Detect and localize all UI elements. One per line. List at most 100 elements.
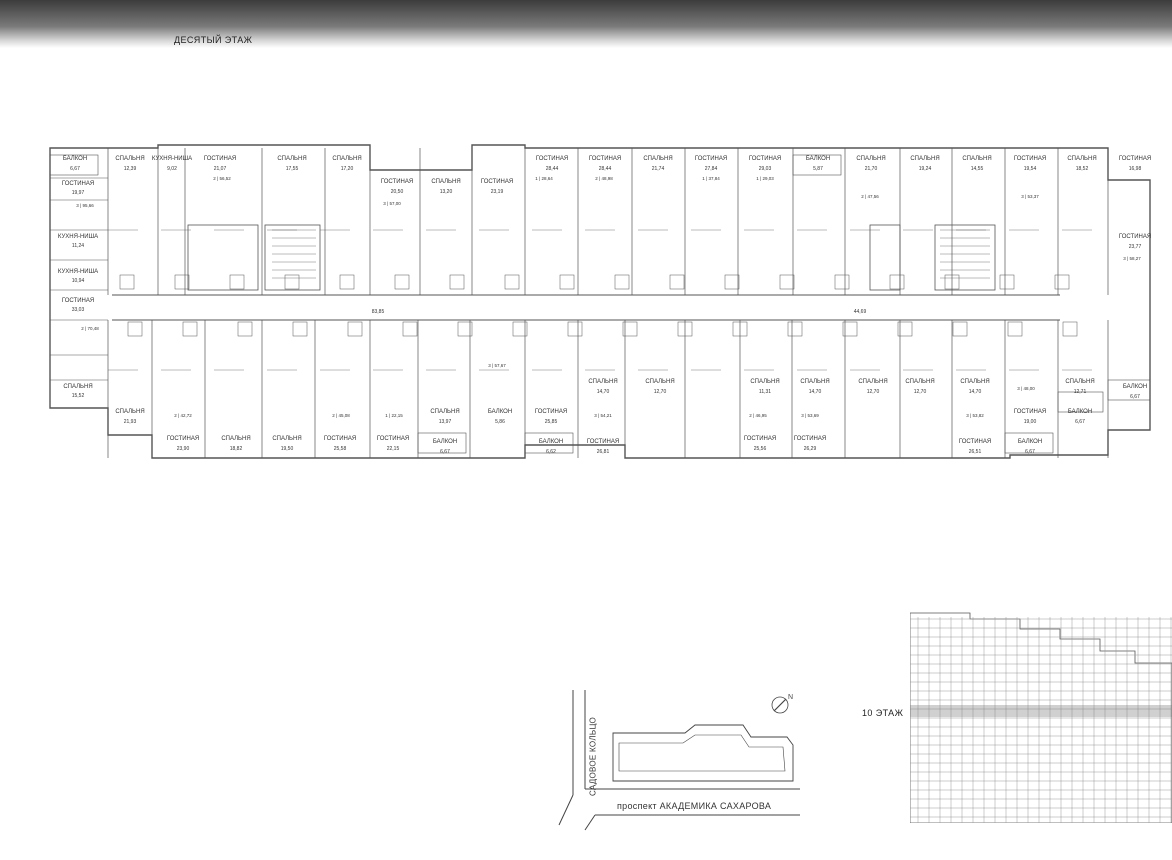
room-area: 18,82 bbox=[230, 446, 243, 452]
bathroom bbox=[119, 274, 135, 290]
room-area: 16,98 bbox=[1129, 166, 1142, 172]
bathroom bbox=[182, 321, 198, 337]
bathroom bbox=[1062, 321, 1078, 337]
room-name: БАЛКОН bbox=[488, 409, 512, 415]
building-outline bbox=[49, 144, 1151, 459]
room-area: 26,29 bbox=[804, 446, 817, 452]
street-label-sakharova: проспект АКАДЕМИКА САХАРОВА bbox=[617, 801, 772, 811]
bathroom bbox=[567, 321, 583, 337]
balcony bbox=[417, 432, 467, 454]
bathroom bbox=[347, 321, 363, 337]
bathroom bbox=[174, 274, 190, 290]
room-area: 33,03 bbox=[72, 307, 85, 313]
room-name: ГОСТИНАЯ bbox=[794, 436, 826, 442]
room-name: БАЛКОН bbox=[539, 439, 563, 445]
room-area: 14,70 bbox=[597, 389, 610, 395]
bathroom bbox=[724, 274, 740, 290]
room-name: СПАЛЬНЯ bbox=[750, 379, 779, 385]
bathroom bbox=[394, 274, 410, 290]
apartment-tag: 1 | 29,03 bbox=[756, 176, 774, 181]
room-area: 27,84 bbox=[705, 166, 718, 172]
room-name: СПАЛЬНЯ bbox=[858, 379, 887, 385]
stair-core bbox=[187, 224, 259, 291]
room-name: ГОСТИНАЯ bbox=[536, 156, 568, 162]
bathroom bbox=[292, 321, 308, 337]
room-name: СПАЛЬНЯ bbox=[115, 156, 144, 162]
room-area: 20,50 bbox=[391, 189, 404, 195]
brand-logo bbox=[1154, 18, 1168, 30]
corridor-area: 44,69 bbox=[854, 309, 867, 315]
bathroom bbox=[229, 274, 245, 290]
bathroom bbox=[889, 274, 905, 290]
room-name: БАЛКОН bbox=[433, 439, 457, 445]
room-name: СПАЛЬНЯ bbox=[643, 156, 672, 162]
room-area: 25,85 bbox=[545, 419, 558, 425]
site-plan: N bbox=[558, 690, 800, 831]
room-area: 12,70 bbox=[867, 389, 880, 395]
bathroom bbox=[457, 321, 473, 337]
elevator-core bbox=[869, 224, 901, 291]
room-area: 13,97 bbox=[439, 419, 452, 425]
room-name: ГОСТИНАЯ bbox=[587, 439, 619, 445]
bathroom bbox=[127, 321, 143, 337]
room-area: 17,55 bbox=[286, 166, 299, 172]
room-name: ГОСТИНАЯ bbox=[377, 436, 409, 442]
room-area: 6,67 bbox=[1130, 394, 1140, 400]
apartment-tag: 3 | 57,67 bbox=[488, 363, 506, 368]
room-area: 9,02 bbox=[167, 166, 177, 172]
room-name: СПАЛЬНЯ bbox=[962, 156, 991, 162]
corridor-area: 83,85 bbox=[372, 309, 385, 315]
room-name: СПАЛЬНЯ bbox=[800, 379, 829, 385]
room-area: 19,24 bbox=[919, 166, 932, 172]
room-name: СПАЛЬНЯ bbox=[960, 379, 989, 385]
elevator-core bbox=[264, 224, 321, 291]
apartment-tag: 2 | 70,48 bbox=[81, 326, 99, 331]
bathroom bbox=[237, 321, 253, 337]
room-area: 5,87 bbox=[813, 166, 823, 172]
room-name: ГОСТИНАЯ bbox=[535, 409, 567, 415]
bathroom bbox=[952, 321, 968, 337]
bathroom bbox=[787, 321, 803, 337]
room-area: 21,74 bbox=[652, 166, 665, 172]
room-area: 28,44 bbox=[599, 166, 612, 172]
room-area: 23,90 bbox=[177, 446, 190, 452]
room-name: СПАЛЬНЯ bbox=[1067, 156, 1096, 162]
room-area: 13,20 bbox=[440, 189, 453, 195]
room-name: ГОСТИНАЯ bbox=[167, 436, 199, 442]
current-floor-highlight bbox=[910, 705, 1172, 717]
room-area: 25,56 bbox=[754, 446, 767, 452]
room-name: СПАЛЬНЯ bbox=[588, 379, 617, 385]
room-area: 6,67 bbox=[70, 166, 80, 172]
bathroom bbox=[732, 321, 748, 337]
bathroom bbox=[944, 274, 960, 290]
room-name: СПАЛЬНЯ bbox=[431, 179, 460, 185]
apartment-tag: 3 | 57,00 bbox=[383, 201, 401, 206]
room-name: СПАЛЬНЯ bbox=[277, 156, 306, 162]
stair-core bbox=[934, 224, 996, 291]
bathroom bbox=[512, 321, 528, 337]
bathroom bbox=[1007, 321, 1023, 337]
room-area: 6,62 bbox=[546, 449, 556, 455]
room-area: 12,70 bbox=[654, 389, 667, 395]
plan-walls bbox=[49, 144, 1151, 459]
room-name: ГОСТИНАЯ bbox=[204, 156, 236, 162]
room-name: СПАЛЬНЯ bbox=[63, 384, 92, 390]
apartment-tag: 2 | 56,52 bbox=[213, 176, 231, 181]
room-name: ГОСТИНАЯ bbox=[324, 436, 356, 442]
bathroom bbox=[1054, 274, 1070, 290]
room-name: СПАЛЬНЯ bbox=[910, 156, 939, 162]
room-name: ГОСТИНАЯ bbox=[959, 439, 991, 445]
building-footprint-inner bbox=[618, 734, 786, 772]
room-name: БАЛКОН bbox=[1068, 409, 1092, 415]
apartment-tag: 3 | 53,82 bbox=[966, 413, 984, 418]
room-name: БАЛКОН bbox=[63, 156, 87, 162]
balcony bbox=[1107, 379, 1151, 401]
room-name: БАЛКОН bbox=[1018, 439, 1042, 445]
room-area: 6,67 bbox=[1075, 419, 1085, 425]
bathroom bbox=[284, 274, 300, 290]
room-area: 21,07 bbox=[214, 166, 227, 172]
room-area: 15,52 bbox=[72, 393, 85, 399]
bathroom bbox=[622, 321, 638, 337]
room-area: 28,44 bbox=[546, 166, 559, 172]
apartment-tag: 3 | 53,37 bbox=[1021, 194, 1039, 199]
